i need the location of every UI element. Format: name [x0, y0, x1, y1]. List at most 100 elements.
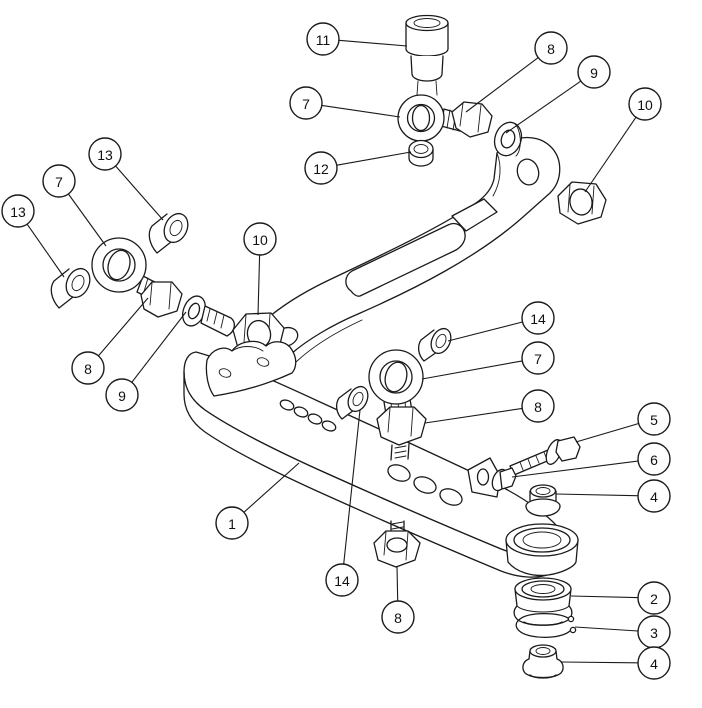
- callout-balloon: [215, 506, 249, 540]
- callout-8: 8: [381, 565, 415, 634]
- part-6-nut: [491, 467, 517, 492]
- callout-number: 1: [228, 516, 236, 532]
- callout-leader-line: [243, 462, 300, 513]
- callout-leader-line: [447, 321, 523, 342]
- clevis-fork-gap: [492, 152, 501, 197]
- callout-12: 12: [304, 151, 412, 185]
- part-13-spacer-lower-left: [50, 267, 91, 309]
- callout-balloon: [42, 164, 76, 198]
- callout-number: 7: [534, 351, 542, 367]
- callout-balloon: [325, 563, 359, 597]
- part-11-stud: [405, 14, 449, 96]
- callout-7: 7: [42, 164, 107, 247]
- callout-number: 13: [97, 147, 113, 163]
- part-12-spacer: [408, 139, 434, 167]
- callout-leader-line: [560, 661, 639, 664]
- clevis-eye-hole: [516, 158, 540, 186]
- callout-9: 9: [105, 311, 187, 412]
- callout-number: 2: [650, 591, 658, 607]
- part-3-snap-ring: [515, 612, 577, 638]
- callout-leader-line: [338, 39, 408, 47]
- mounting-tab: [467, 457, 501, 498]
- callout-balloon: [637, 402, 671, 436]
- part-8-jam-nut-top: [451, 101, 493, 138]
- callout-balloon: [243, 222, 277, 256]
- bolt-shank: [509, 449, 553, 476]
- callout-balloon: [88, 137, 122, 171]
- callout-4: 4: [555, 479, 671, 513]
- arm-slot: [345, 222, 466, 297]
- upper-control-arm: [252, 136, 561, 363]
- callout-5: 5: [575, 402, 671, 443]
- callout-14: 14: [447, 301, 555, 342]
- part-4-bushing-upper: [525, 484, 561, 517]
- callout-leader-line: [575, 422, 639, 443]
- callout-number: 11: [316, 32, 331, 48]
- callout-balloon: [304, 151, 338, 185]
- callout-leader-line: [421, 360, 523, 380]
- callout-balloon: [577, 55, 611, 89]
- callout-leader-line: [396, 565, 399, 602]
- ball-joint-housing: [505, 523, 579, 577]
- part-10-nut-right: [557, 181, 607, 225]
- part-8-jam-nut-left: [140, 281, 183, 318]
- callout-8: 8: [71, 297, 149, 385]
- part-8-jam-nut-center: [376, 406, 427, 461]
- callout-number: 4: [650, 489, 658, 505]
- callout-leader-line: [584, 116, 637, 193]
- callout-8: 8: [465, 31, 568, 113]
- callout-number: 13: [10, 204, 26, 220]
- callout-balloon: [105, 378, 139, 412]
- callout-13: 13: [1, 194, 65, 278]
- part-14-spacer-lower: [335, 385, 369, 420]
- callout-balloon: [289, 86, 323, 120]
- callout-leader-line: [257, 254, 261, 316]
- callout-number: 10: [637, 97, 653, 113]
- callout-number: 6: [650, 452, 658, 468]
- callout-leader-line: [555, 493, 639, 497]
- callout-leader-line: [67, 193, 107, 247]
- callout-number: 9: [590, 65, 598, 81]
- part-5-bolt: [509, 436, 581, 476]
- callout-leader-line: [570, 595, 639, 599]
- callout-balloon: [306, 22, 340, 56]
- snap-ring-ear: [567, 615, 575, 623]
- callout-leader-line: [343, 409, 361, 565]
- callout-balloon: [521, 301, 555, 335]
- part-13-spacer-upper-left: [148, 212, 189, 254]
- callout-number: 9: [118, 388, 126, 404]
- callout-9: 9: [505, 55, 611, 134]
- callout-leader-line: [26, 223, 65, 278]
- callout-number: 8: [394, 610, 402, 626]
- callout-leader-line: [336, 151, 412, 166]
- callout-balloon: [637, 442, 671, 476]
- callout-balloon: [628, 87, 662, 121]
- callout-14: 14: [325, 409, 361, 597]
- callout-leader-line: [97, 297, 149, 357]
- bolt-head: [555, 436, 581, 462]
- callout-7: 7: [421, 341, 555, 380]
- callout-10: 10: [243, 222, 277, 316]
- callout-number: 4: [650, 656, 658, 672]
- callout-balloon: [534, 31, 568, 65]
- callout-3: 3: [574, 615, 671, 649]
- part-2-ball-joint: [513, 577, 573, 626]
- callout-8: 8: [424, 389, 555, 424]
- callout-balloon: [381, 600, 415, 634]
- callout-2: 2: [570, 581, 671, 615]
- callout-leader-line: [574, 626, 639, 632]
- callout-balloon: [637, 581, 671, 615]
- callout-number: 12: [313, 161, 329, 177]
- callout-number: 3: [650, 625, 658, 641]
- callout-leader-line: [321, 104, 401, 118]
- part-8-nut-bottom: [373, 520, 421, 568]
- callout-number: 10: [252, 232, 268, 248]
- callout-balloon: [637, 479, 671, 513]
- callout-balloon: [1, 194, 35, 228]
- callout-number: 5: [650, 412, 658, 428]
- callout-number: 8: [547, 41, 555, 57]
- callout-11: 11: [306, 22, 408, 56]
